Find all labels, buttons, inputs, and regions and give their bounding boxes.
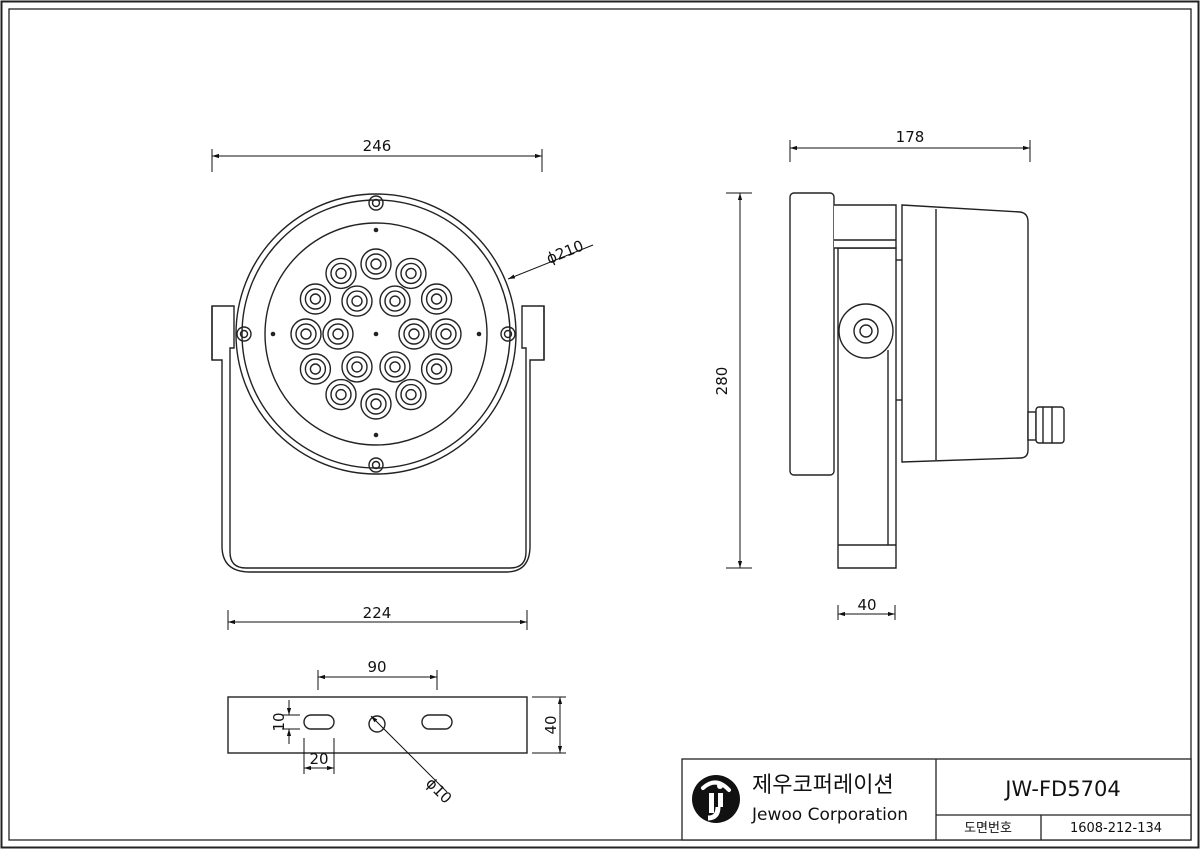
drawing-number: 1608-212-134 <box>1070 821 1162 836</box>
cable-gland <box>1035 406 1065 444</box>
inner-border <box>8 8 1192 841</box>
dim-base-height: 40 <box>542 715 560 734</box>
led-12 <box>325 257 357 290</box>
side-view <box>789 192 1065 569</box>
bracket-dimensions <box>282 670 566 793</box>
title-block <box>681 758 1192 841</box>
bracket-plan-view <box>227 696 528 754</box>
front-dimensions <box>211 149 594 630</box>
rear-housing <box>901 204 1029 463</box>
side-dimensions <box>726 140 1031 620</box>
led-15 <box>379 351 411 383</box>
led-1 <box>360 248 392 280</box>
dim-side-height: 280 <box>713 367 731 396</box>
company-name-korean: 제우코퍼레이션 <box>752 773 894 798</box>
led-4 <box>430 318 462 350</box>
cable-gland-base <box>1027 411 1037 441</box>
center-hole <box>368 715 386 733</box>
ring-screws <box>236 195 516 473</box>
led-11 <box>299 283 332 315</box>
model-number: JW-FD5704 <box>1003 777 1120 801</box>
dim-front-diameter: ϕ210 <box>544 237 586 268</box>
dim-slot-length: 20 <box>309 750 328 768</box>
company-name-english: Jewoo Corporation <box>751 805 908 825</box>
led-3 <box>420 283 453 315</box>
led-7 <box>360 388 392 420</box>
led-18 <box>341 285 373 317</box>
dim-bracket-depth: 40 <box>857 596 876 614</box>
front-view <box>211 193 545 573</box>
mount-slot-right <box>421 714 453 730</box>
dim-hole-diameter: ϕ10 <box>422 774 455 807</box>
led-2 <box>395 257 427 290</box>
dim-slot-spacing: 90 <box>367 658 386 676</box>
dim-side-depth: 178 <box>896 128 925 146</box>
led-6 <box>395 378 427 411</box>
dim-slot-height: 10 <box>270 712 288 731</box>
led-14 <box>398 318 430 350</box>
mount-slot-left <box>303 714 335 730</box>
led-array <box>290 248 462 420</box>
front-bezel <box>789 192 835 476</box>
dim-front-width: 246 <box>363 137 392 155</box>
lens-plate <box>264 222 488 446</box>
led-10 <box>290 318 322 350</box>
led-17 <box>322 318 354 350</box>
yoke-bracket <box>211 305 545 573</box>
led-8 <box>325 378 357 411</box>
led-13 <box>379 285 411 317</box>
led-16 <box>341 351 373 383</box>
led-9 <box>299 353 332 385</box>
drawing-number-label: 도면번호 <box>964 821 1012 836</box>
dim-bracket-width: 224 <box>363 604 392 622</box>
yoke-pivot-blocks <box>211 306 545 360</box>
upper-neck <box>834 204 897 249</box>
company-logo <box>692 775 740 823</box>
led-5 <box>420 353 453 385</box>
plate-dots <box>270 227 482 438</box>
